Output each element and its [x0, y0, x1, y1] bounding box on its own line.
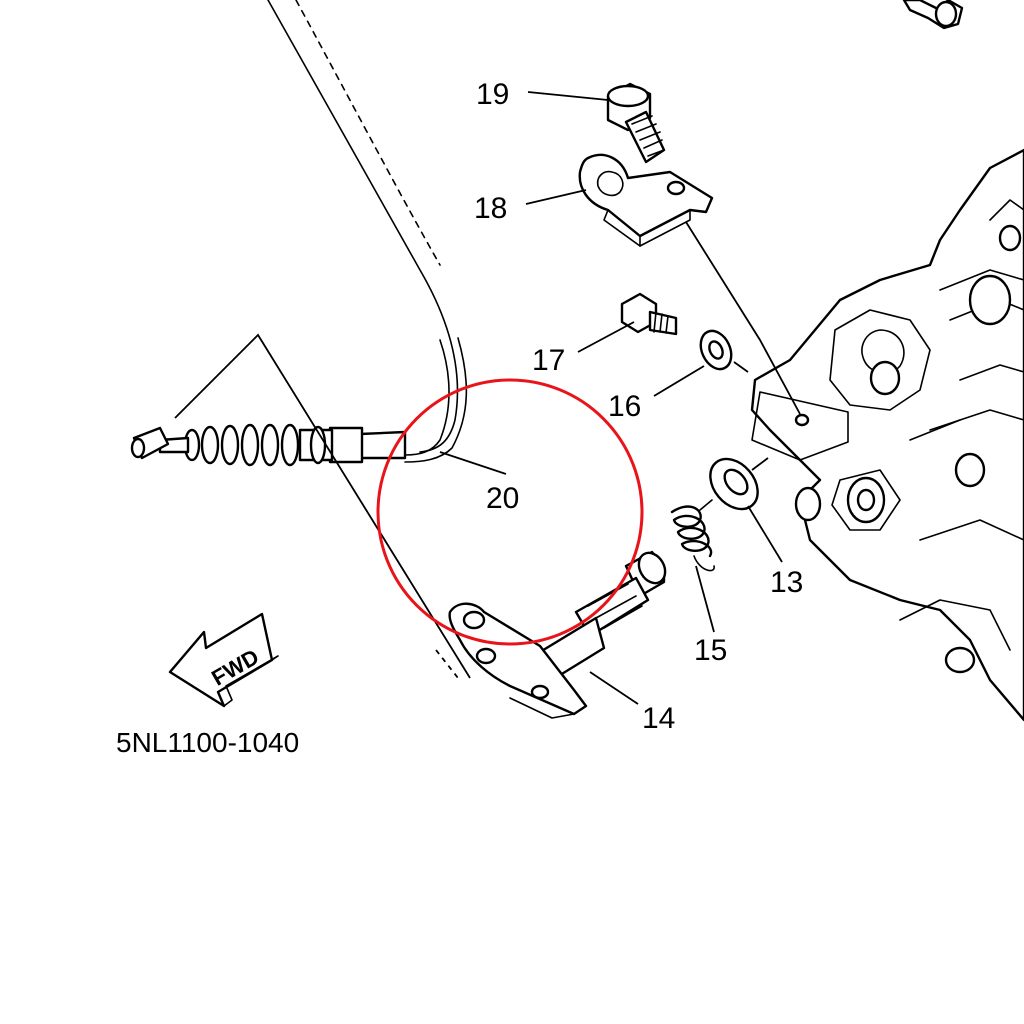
washer-part-16[interactable] [695, 326, 749, 374]
callout-19: 19 [476, 78, 509, 111]
crankcase-housing [750, 148, 1024, 722]
bolt-part-19[interactable] [606, 82, 666, 164]
fwd-arrow-icon: FWD [168, 612, 279, 708]
part-code-label: 5NL1100-1040 [116, 727, 299, 758]
callout-15: 15 [694, 634, 727, 667]
callout-13: 13 [770, 566, 803, 599]
small-bolt-part-17[interactable] [620, 292, 678, 336]
callout-18: 18 [474, 192, 507, 225]
push-lever-part-14[interactable] [448, 548, 671, 719]
partial-part-top-right [902, 0, 964, 30]
clutch-cable-part-20[interactable] [130, 0, 471, 679]
oil-seal-part-13[interactable] [701, 450, 769, 519]
callout-16: 16 [608, 390, 641, 423]
callout-20: 20 [486, 482, 519, 515]
callout-14: 14 [642, 702, 675, 735]
cable-holder-part-18[interactable] [578, 153, 714, 247]
spring-part-15[interactable] [670, 499, 715, 572]
highlight-circle [376, 378, 644, 646]
callout-17: 17 [532, 344, 565, 377]
leader-lines [439, 91, 801, 705]
